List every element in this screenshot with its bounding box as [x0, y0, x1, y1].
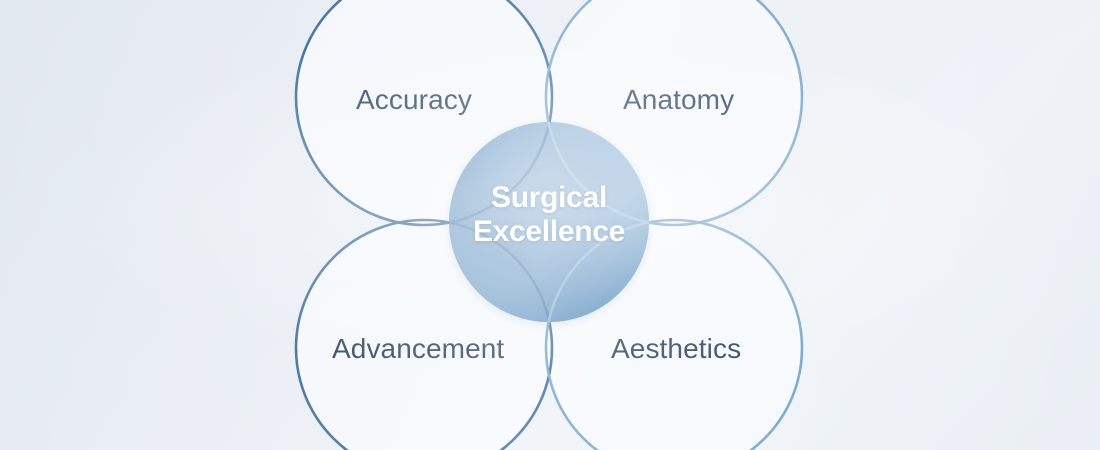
- venn-circle-accuracy[interactable]: [294, 0, 554, 227]
- venn-circle-anatomy[interactable]: [544, 0, 804, 227]
- venn-label-anatomy: Anatomy: [623, 84, 735, 115]
- venn-center-circle[interactable]: [449, 122, 649, 322]
- venn-label-accuracy: Accuracy: [356, 84, 472, 115]
- venn-circle-aesthetics[interactable]: [544, 218, 804, 450]
- venn-label-aesthetics: Aesthetics: [611, 333, 742, 364]
- venn-label-advancement: Advancement: [332, 333, 505, 364]
- venn-circle-advancement[interactable]: [294, 218, 554, 450]
